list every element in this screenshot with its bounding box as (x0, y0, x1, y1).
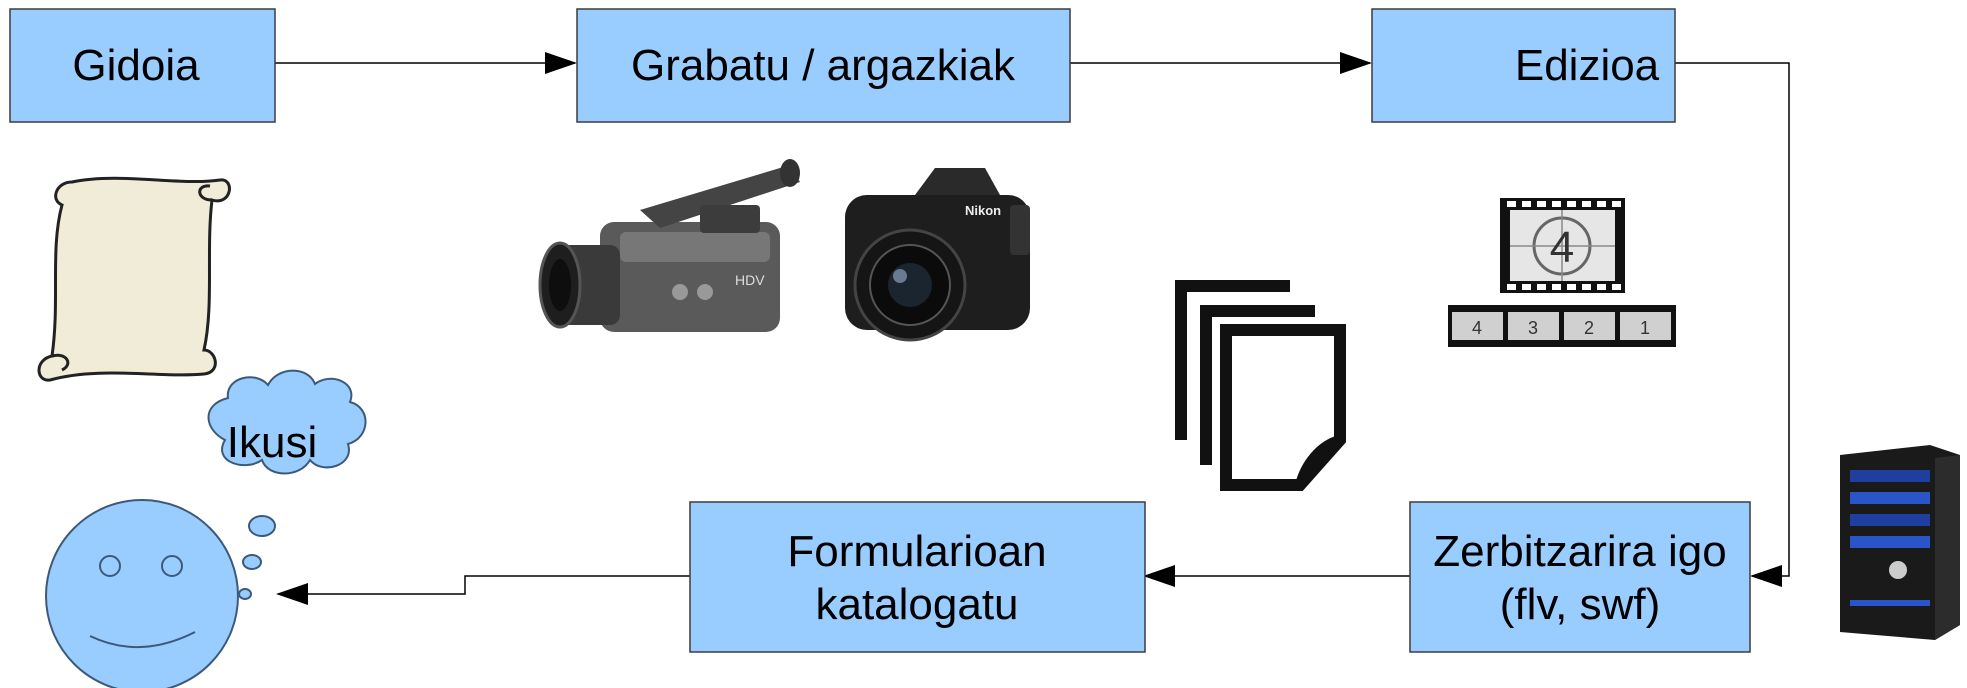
arrow-edit-to-upload (1675, 62, 1790, 577)
thought-dot-large (248, 515, 276, 537)
film-frame-4: 1 (1640, 318, 1650, 338)
film-frame-2: 3 (1528, 318, 1538, 338)
thought-label: Ikusi (227, 418, 317, 467)
film-countdown-big-number: 4 (1550, 223, 1574, 272)
step-catalog-label-line1: Formularioan (787, 527, 1046, 576)
step-edit-label: Edizioa (1515, 41, 1660, 90)
scroll-icon (37, 176, 231, 382)
step-edit-box: Edizioa (1371, 8, 1676, 123)
thought-dot-small (238, 588, 252, 600)
arrowhead-viewer (276, 583, 308, 605)
film-frame-1: 4 (1472, 318, 1482, 338)
arrowhead-upload (1750, 565, 1782, 587)
step-record-box: Grabatu / argazkiak (576, 8, 1071, 123)
documents-icon (1175, 280, 1346, 491)
server-icon (1840, 445, 1960, 640)
video-camera-icon: HDV (538, 159, 800, 332)
step-record-label: Grabatu / argazkiak (631, 41, 1016, 90)
svg-text:Nikon: Nikon (965, 203, 1001, 218)
smiley-face-icon (45, 499, 239, 688)
step-upload-label-line1: Zerbitzarira igo (1433, 527, 1726, 576)
photo-camera-icon: Nikon (845, 168, 1030, 342)
film-frame-3: 2 (1584, 318, 1594, 338)
arrowhead-edit (1340, 52, 1372, 74)
step-script-label: Gidoia (72, 41, 200, 90)
svg-text:HDV: HDV (735, 272, 765, 288)
step-catalog-box: Formularioan katalogatu (689, 501, 1146, 653)
thought-cloud: Ikusi (207, 369, 367, 475)
arrowhead-record (545, 52, 577, 74)
step-upload-label-line2: (flv, swf) (1500, 580, 1661, 629)
step-catalog-label-line2: katalogatu (815, 580, 1018, 629)
arrow-catalog-to-viewer (278, 575, 690, 595)
step-upload-box: Zerbitzarira igo (flv, swf) (1409, 501, 1751, 653)
film-countdown-icon: 4 4 3 2 1 (1448, 198, 1676, 347)
arrowhead-catalog (1143, 565, 1175, 587)
thought-dot-medium (242, 554, 262, 570)
connectors (275, 52, 1790, 605)
step-script-box: Gidoia (9, 8, 276, 123)
